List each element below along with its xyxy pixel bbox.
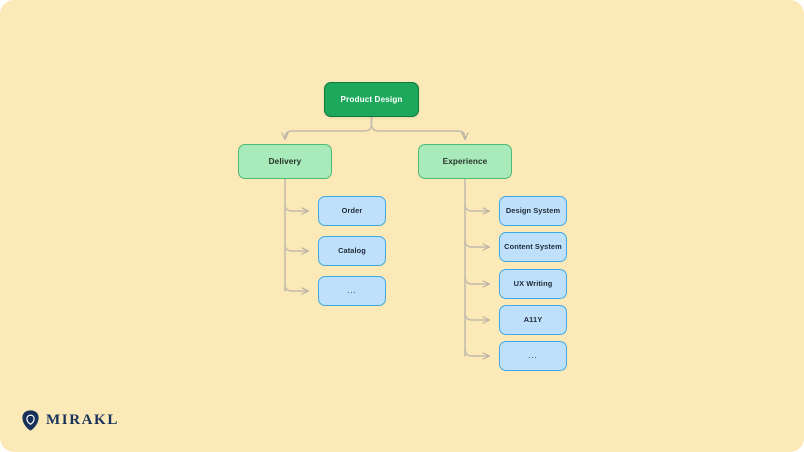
node-label: Experience xyxy=(442,156,488,166)
node-delivery[interactable]: Delivery xyxy=(238,144,332,179)
node-label: Catalog xyxy=(338,245,366,255)
node-design-system[interactable]: Design System xyxy=(499,196,567,226)
node-product-design[interactable]: Product Design xyxy=(324,82,419,117)
node-label: ... xyxy=(528,350,538,360)
node-label: Delivery xyxy=(268,156,302,166)
node-content-system[interactable]: Content System xyxy=(499,232,567,262)
node-label: Product Design xyxy=(340,94,403,104)
brand-name: MIRAKL xyxy=(46,412,119,428)
node-a11y[interactable]: A11Y xyxy=(499,305,567,335)
node-experience-more[interactable]: ... xyxy=(499,341,567,371)
brand-logo: MIRAKL xyxy=(22,410,119,431)
node-order[interactable]: Order xyxy=(318,196,386,226)
node-label: ... xyxy=(347,285,357,295)
node-label: Order xyxy=(341,205,363,215)
node-catalog[interactable]: Catalog xyxy=(318,236,386,266)
mirakl-shield-icon xyxy=(22,410,39,431)
node-ux-writing[interactable]: UX Writing xyxy=(499,269,567,299)
node-label: Design System xyxy=(505,205,561,215)
node-label: Content System xyxy=(504,241,562,251)
node-experience[interactable]: Experience xyxy=(418,144,512,179)
node-label: UX Writing xyxy=(513,278,553,288)
node-delivery-more[interactable]: ... xyxy=(318,276,386,306)
node-label: A11Y xyxy=(523,314,543,324)
